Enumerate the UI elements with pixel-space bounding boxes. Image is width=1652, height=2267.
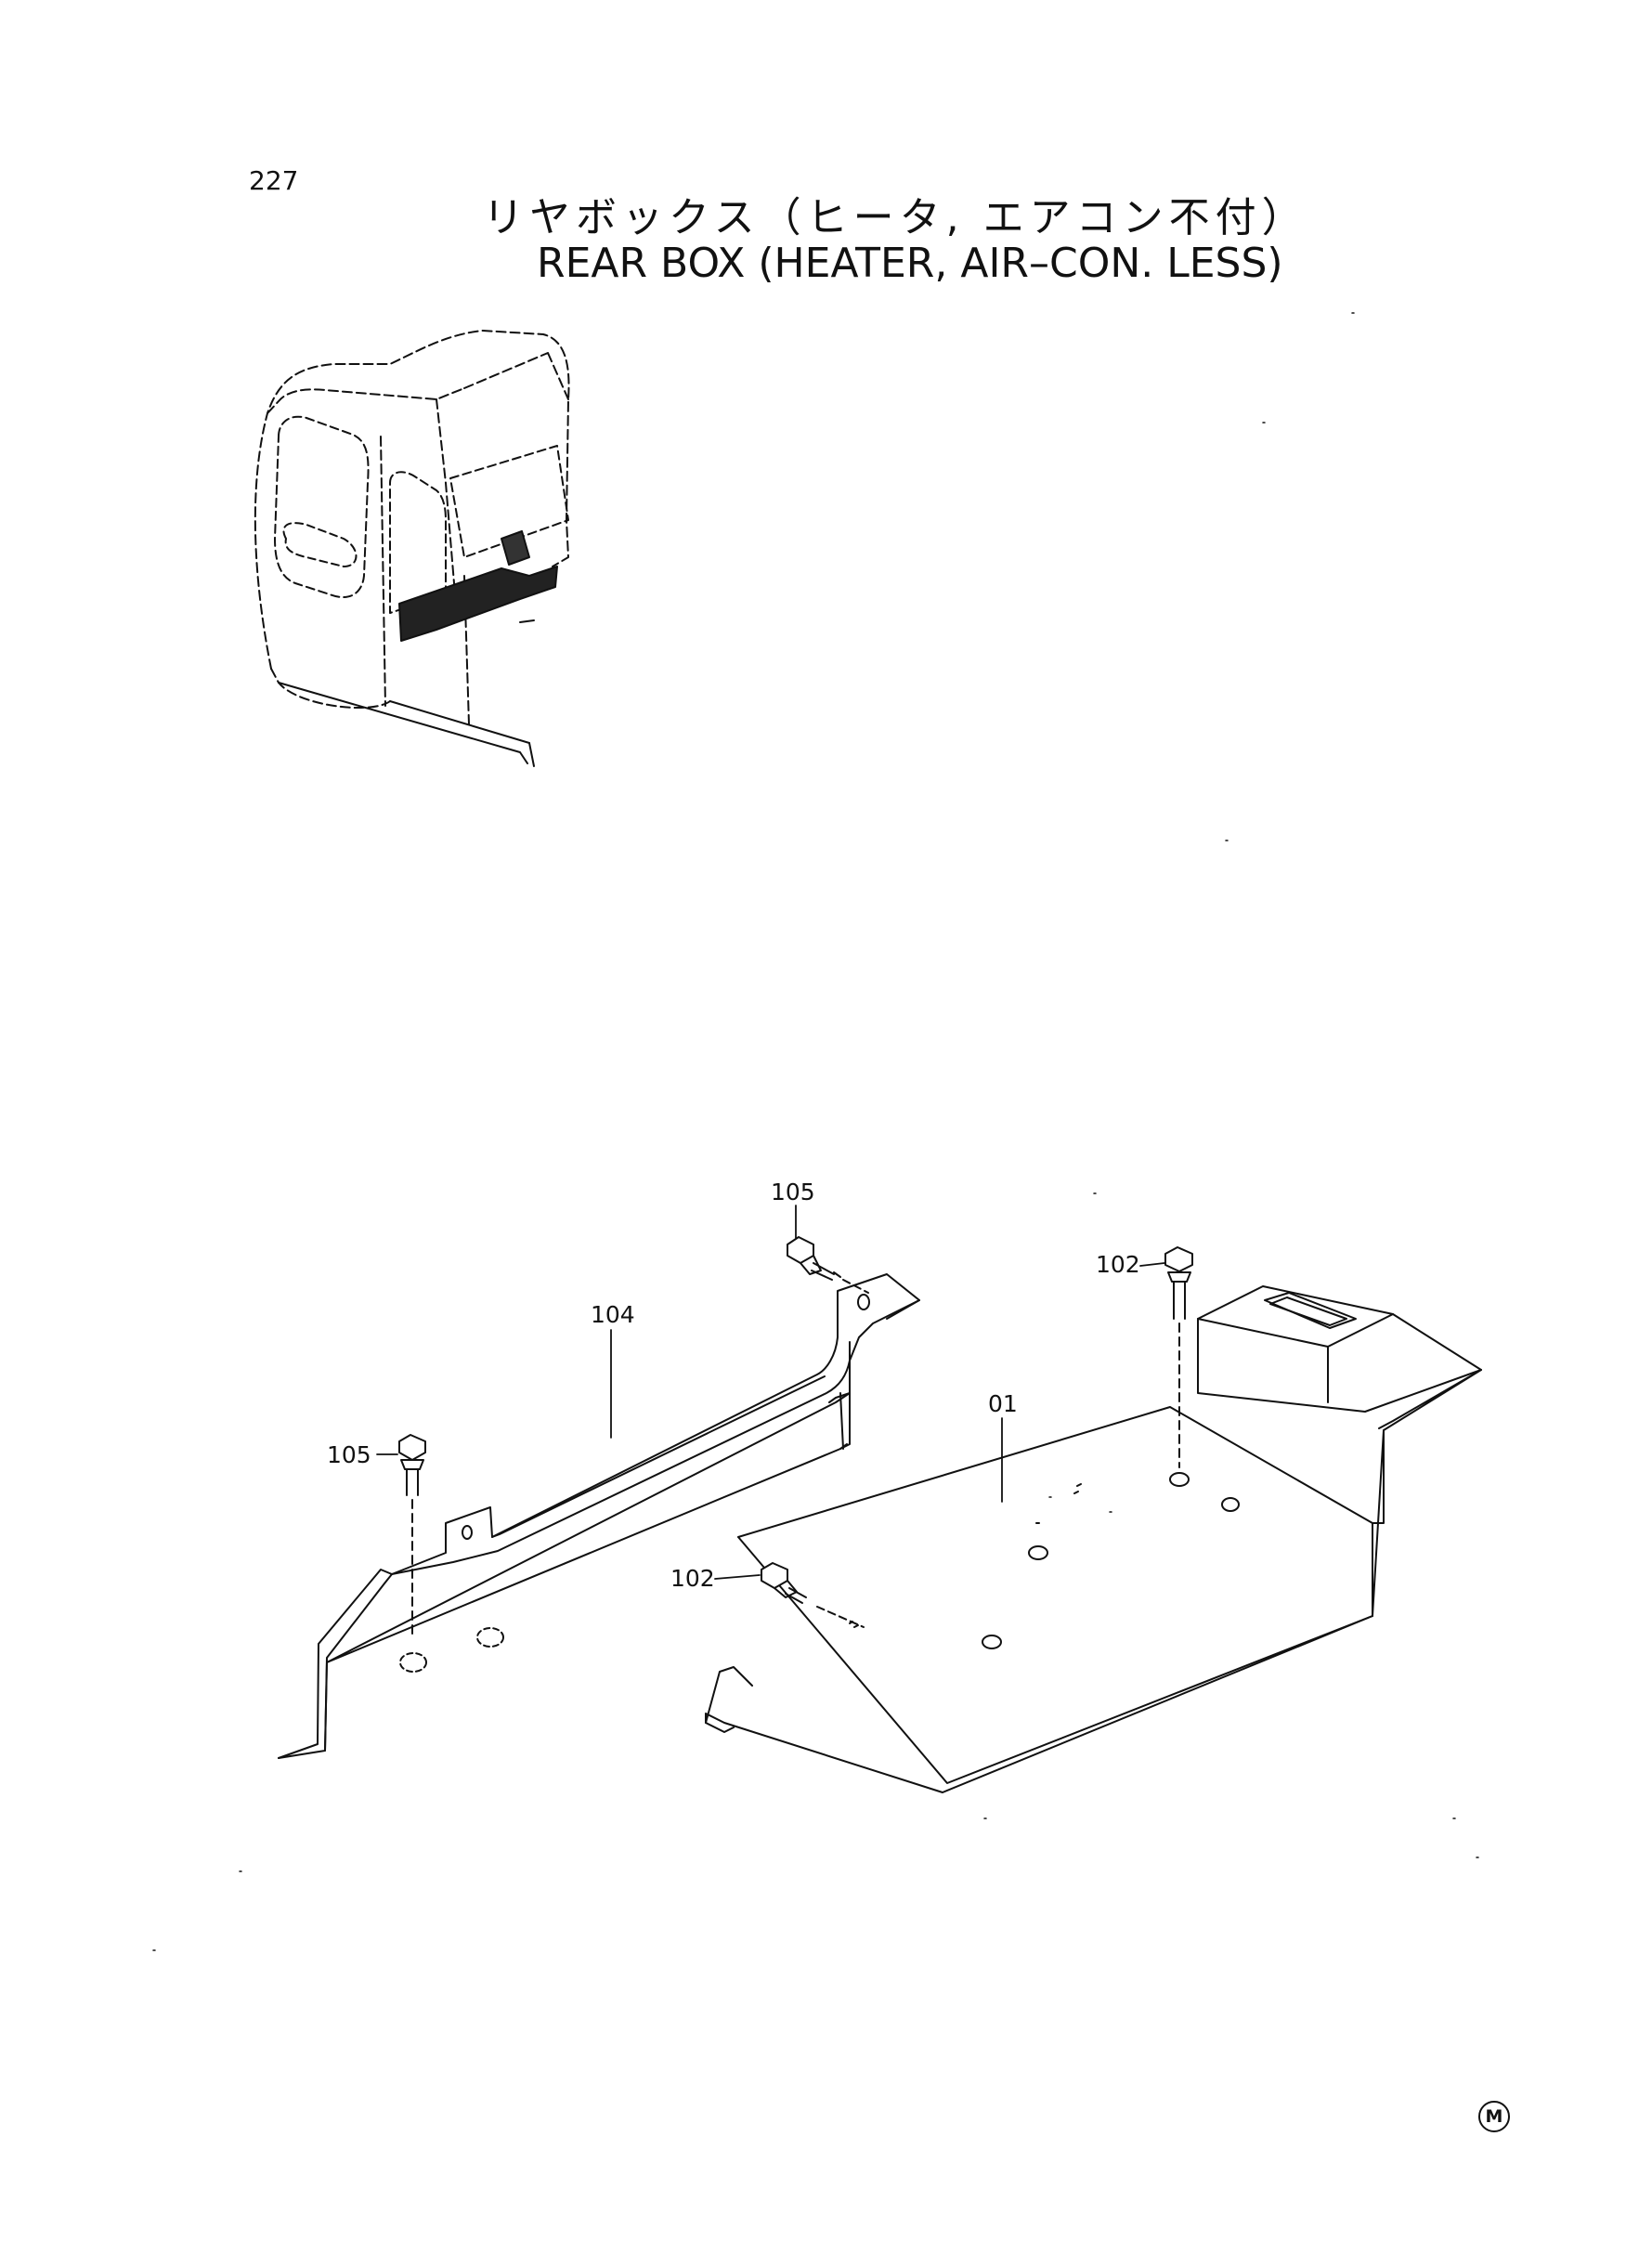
callout-102-mid: 102 [670, 1565, 715, 1592]
title-english: REAR BOX (HEATER, AIR–CON. LESS) [537, 240, 1283, 287]
leader-lines [376, 1205, 1165, 1580]
title-japanese: リヤボックス（ヒータ, エアコン不付） [483, 194, 1308, 241]
part-104-bracket [278, 1273, 920, 1759]
callout-102-top: 102 [1096, 1251, 1140, 1278]
scan-specks [152, 312, 1479, 1951]
bolt-102-mid [761, 1562, 865, 1628]
callout-105-left: 105 [327, 1441, 371, 1468]
page-number: 227 [249, 165, 299, 196]
trademark-m-mark: M [1478, 2101, 1510, 2132]
callout-104: 104 [591, 1301, 635, 1328]
callout-105-top: 105 [771, 1179, 815, 1205]
cab-location-view [254, 330, 570, 767]
bolt-105-top [787, 1236, 869, 1294]
callout-01: 01 [988, 1390, 1018, 1417]
bolt-102-top [1164, 1246, 1193, 1468]
part-01-rear-box [705, 1285, 1482, 1793]
bolt-105-left [398, 1434, 426, 1635]
